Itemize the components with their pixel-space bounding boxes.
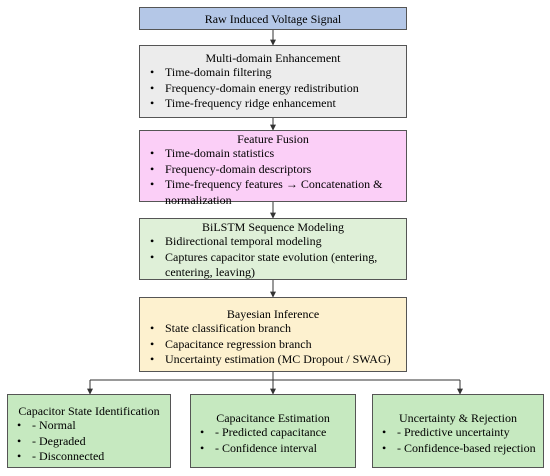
bullet-icon: • — [150, 80, 155, 95]
list-item: • - Degraded — [11, 434, 167, 450]
capacitance-est-box: Capacitance Estimation • - Predicted capa… — [190, 394, 356, 468]
list-item-text: - Confidence-based rejection — [397, 440, 536, 455]
list-item-text: Time-domain statistics — [165, 146, 275, 160]
list-item-text: - Predicted capacitance — [215, 425, 327, 439]
bullet-icon: • — [382, 425, 387, 439]
list-item-text: Captures capacitor state evolution (ente… — [165, 249, 378, 264]
list-item-text: - Normal — [32, 418, 76, 432]
uncertainty-box: Uncertainty & Rejection • - Predictive un… — [372, 394, 544, 468]
raw-signal-box: Raw Induced Voltage Signal — [139, 7, 407, 30]
bayesian-list: • State classification branch • Capacitance… — [144, 321, 402, 368]
capacitance-est-title: Capacitance Estimation — [216, 411, 330, 425]
fusion-list: • Time-domain statistics • Frequency-domain… — [144, 146, 402, 208]
bilstm-title: BiLSTM Sequence Modeling — [202, 220, 344, 234]
list-item: • Time-frequency features → Concatenation… — [144, 177, 402, 193]
bullet-icon: • — [150, 177, 155, 191]
list-item: • Capacitance regression branch — [144, 337, 402, 353]
list-item-text: centering, leaving) — [165, 265, 255, 279]
list-item-text: - Degraded — [32, 433, 86, 448]
fusion-title: Feature Fusion — [237, 132, 309, 146]
list-item-text: Time-frequency ridge enhancement — [165, 96, 336, 110]
list-item-text: Capacitance regression branch — [165, 336, 312, 351]
state-id-title: Capacitor State Identification — [18, 404, 160, 418]
bullet-icon: • — [382, 440, 387, 455]
enhancement-list: • Time-domain filtering • Frequency-domain … — [144, 65, 402, 112]
list-item: • - Normal — [11, 418, 167, 434]
list-item: • Bidirectional temporal modeling — [144, 234, 402, 250]
bullet-icon: • — [150, 146, 155, 160]
list-item-text: Frequency-domain energy redistribution — [165, 80, 359, 95]
list-item-text: Time-frequency features → Concatenation … — [165, 177, 383, 191]
bullet-icon: • — [150, 65, 155, 79]
state-id-list: • - Normal • - Degraded • - Disconnected — [11, 418, 167, 465]
list-item: • State classification branch — [144, 321, 402, 337]
bullet-icon: • — [200, 425, 205, 439]
enhancement-box: Multi-domain Enhancement • Time-domain fi… — [139, 45, 407, 118]
list-item: • Time-domain statistics — [144, 146, 402, 162]
bilstm-list: • Bidirectional temporal modeling • Capture… — [144, 234, 402, 281]
list-item-text: State classification branch — [165, 321, 291, 335]
bullet-icon: • — [150, 321, 155, 335]
list-item: • Uncertainty estimation (MC Dropout / SW… — [144, 352, 402, 368]
uncertainty-list: • - Predictive uncertainty • - Confidence-b… — [376, 425, 540, 456]
list-item-text: - Confidence interval — [215, 440, 317, 455]
list-item-text: - Disconnected — [32, 449, 105, 463]
bullet-icon: • — [150, 96, 155, 110]
list-item: • - Confidence interval — [194, 441, 352, 457]
raw-signal-title: Raw Induced Voltage Signal — [204, 12, 342, 26]
bullet-icon: • — [150, 161, 155, 176]
bullet-icon: • — [150, 249, 155, 264]
uncertainty-title: Uncertainty & Rejection — [399, 411, 517, 425]
capacitance-est-list: • - Predicted capacitance • - Confidence in… — [194, 425, 352, 456]
list-item-text: - Predictive uncertainty — [397, 425, 510, 439]
list-item: • Frequency-domain energy redistribution — [144, 81, 402, 97]
bullet-icon: • — [150, 234, 155, 248]
list-item: • Captures capacitor state evolution (ent… — [144, 250, 402, 266]
list-item-text: Frequency-domain descriptors — [165, 161, 312, 176]
bullet-icon: • — [17, 418, 22, 432]
list-item: centering, leaving) — [144, 265, 402, 281]
list-item: • Frequency-domain descriptors — [144, 162, 402, 178]
state-id-box: Capacitor State Identification • - Normal… — [7, 394, 171, 468]
bilstm-box: BiLSTM Sequence Modeling • Bidirectional … — [139, 218, 407, 280]
bayesian-box: Bayesian Inference • State classification… — [139, 297, 407, 372]
bayesian-title: Bayesian Inference — [226, 307, 320, 321]
list-item: • Time-domain filtering — [144, 65, 402, 81]
list-item: normalization — [144, 193, 402, 209]
list-item-text: Bidirectional temporal modeling — [165, 234, 322, 248]
bullet-icon: • — [17, 449, 22, 463]
list-item: • Time-frequency ridge enhancement — [144, 96, 402, 112]
bullet-icon: • — [17, 433, 22, 448]
list-item-text: normalization — [165, 192, 232, 207]
list-item-text: Time-domain filtering — [165, 65, 272, 79]
list-item: • - Predicted capacitance — [194, 425, 352, 441]
fusion-box: Feature Fusion • Time-domain statistics • F… — [139, 130, 407, 207]
list-item: • - Disconnected — [11, 449, 167, 465]
enhancement-title: Multi-domain Enhancement — [205, 51, 341, 65]
bullet-icon: • — [150, 352, 155, 366]
list-item-text: Uncertainty estimation (MC Dropout / SWA… — [165, 352, 391, 366]
list-item: • - Confidence-based rejection — [376, 441, 540, 457]
list-item: • - Predictive uncertainty — [376, 425, 540, 441]
bullet-icon: • — [150, 336, 155, 351]
bullet-icon: • — [200, 440, 205, 455]
